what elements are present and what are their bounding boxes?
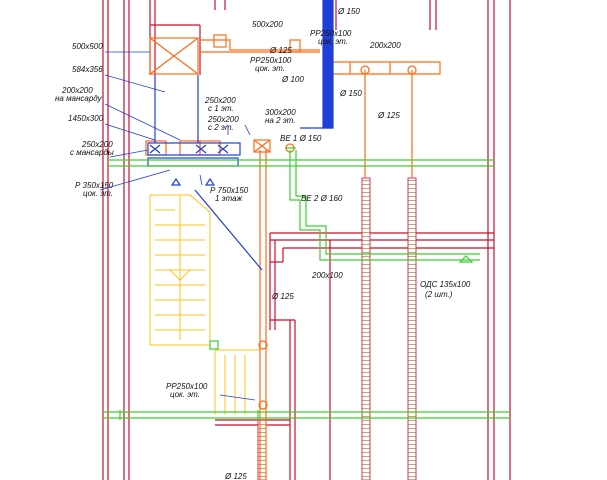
label-p350-b: цок. эт. — [83, 189, 113, 198]
label-200x200-right: 200х200 — [369, 41, 401, 50]
green-pipes — [103, 147, 510, 420]
leader-lines — [99, 51, 256, 401]
label-rr250-mid-a: РР250х100 — [250, 56, 292, 65]
label-500x200-top: 500х200 — [252, 20, 283, 29]
label-250x200-mans-b: с мансарды — [70, 148, 114, 157]
label-be2: ВЕ 2 Ø 160 — [301, 194, 343, 203]
label-d100: Ø 100 — [281, 75, 304, 84]
label-d150-top: Ø 150 — [337, 7, 360, 16]
label-500x500: 500х500 — [72, 42, 103, 51]
label-p750-b: 1 этаж — [215, 194, 243, 203]
label-be1: ВЕ 1 Ø 150 — [280, 134, 322, 143]
label-200x200-mans-b: на мансарду — [55, 94, 103, 103]
label-250x200-2-b: с 2 эт. — [208, 123, 234, 132]
label-584x356: 584х356 — [72, 65, 103, 74]
label-300x200-a: 300х200 — [265, 108, 296, 117]
label-d125-bottom: Ø 125 — [224, 472, 247, 480]
label-d150-blue: Ø 150 — [339, 89, 362, 98]
label-d125-top: Ø 125 — [269, 46, 292, 55]
label-rr250-low-a: РР250х100 — [166, 382, 208, 391]
label-250x200-mans-a: 250х200 — [81, 140, 113, 149]
label-p350-a: Р 350х150 — [75, 181, 114, 190]
stairs — [149, 194, 260, 415]
label-1450x300: 1450х300 — [68, 114, 104, 123]
orange-ducts — [145, 34, 441, 480]
label-250x200-1-b: с 1 эт. — [208, 104, 234, 113]
label-200x100: 200х100 — [311, 271, 343, 280]
label-200x200-mans-a: 200х200 — [61, 86, 93, 95]
label-250x200-1-a: 250х200 — [204, 96, 236, 105]
label-ods-a: ОДС 135х100 — [420, 280, 471, 289]
label-300x200-b: на 2 эт. — [265, 116, 295, 125]
label-d125-right: Ø 125 — [377, 111, 400, 120]
label-rr250-mid-b: цок. эт. — [255, 64, 285, 73]
label-p750-a: Р 750х150 — [210, 186, 249, 195]
label-rr250-low-b: цок. эт. — [170, 390, 200, 399]
label-250x200-2-a: 250х200 — [207, 115, 239, 124]
hatched-shafts — [257, 177, 417, 480]
walls — [102, 0, 511, 480]
label-rr250-top-b: цок. эт. — [318, 37, 348, 46]
label-ods-b: (2 шт.) — [425, 290, 453, 299]
label-rr250-top-a: РР250х100 — [310, 29, 352, 38]
label-d125-center: Ø 125 — [271, 292, 294, 301]
labels: Ø 150 500х200 РР250х100 цок. эт. Ø 125 Р… — [55, 7, 471, 480]
